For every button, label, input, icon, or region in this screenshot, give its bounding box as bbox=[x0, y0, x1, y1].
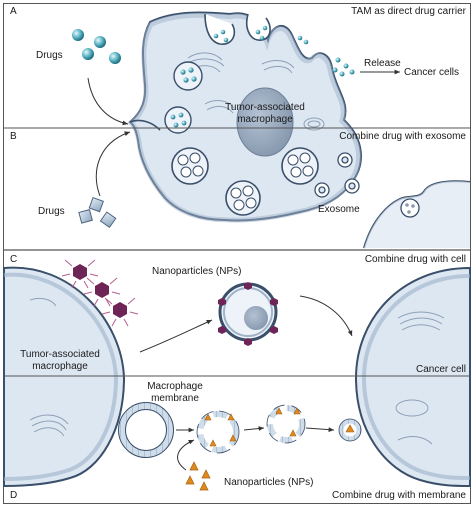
np-loaded-cell bbox=[218, 282, 278, 346]
label-tam-line1: Tumor-associated bbox=[225, 102, 305, 113]
panel-letter-a: A bbox=[10, 6, 17, 17]
multivesicular-body-3 bbox=[281, 147, 319, 185]
multivesicular-body-1 bbox=[171, 147, 209, 185]
tam-nucleus bbox=[236, 87, 294, 157]
panel-letter-d: D bbox=[10, 490, 17, 501]
drug-cubes-b bbox=[78, 196, 117, 229]
drug-spheres-a bbox=[72, 29, 121, 64]
tam-cell-cd bbox=[3, 266, 126, 488]
arrow-d-3 bbox=[305, 427, 335, 433]
label-nps-d: Nanoparticles (NPs) bbox=[224, 477, 313, 488]
label-cancer-cell: Cancer cell bbox=[416, 364, 466, 375]
nanoparticles-purple bbox=[61, 259, 139, 327]
exosome-uptake bbox=[400, 198, 420, 218]
panel-title-a: TAM as direct drug carrier bbox=[351, 6, 467, 17]
fragmented-membrane-1 bbox=[196, 410, 240, 454]
label-exosome: Exosome bbox=[318, 204, 360, 215]
arrow-nps-to-membrane bbox=[177, 439, 195, 471]
label-drugs-b: Drugs bbox=[38, 206, 65, 217]
arrow-drugs-to-tam bbox=[87, 77, 129, 126]
label-tam-c-line2: macrophage bbox=[32, 361, 88, 372]
panel-title-d: Combine drug with membrane bbox=[332, 490, 466, 501]
released-drugs bbox=[332, 57, 355, 77]
arrow-drugs-to-exosome bbox=[95, 131, 131, 197]
nanoparticles-orange bbox=[185, 461, 211, 491]
drug-vesicle-1 bbox=[173, 61, 203, 91]
cancer-cell-cd bbox=[354, 266, 471, 488]
exosomes bbox=[314, 152, 360, 198]
panel-title-b: Combine drug with exosome bbox=[339, 131, 466, 142]
label-membrane-line2: membrane bbox=[151, 393, 199, 404]
drug-vesicle-2 bbox=[164, 106, 192, 134]
figure-border bbox=[3, 3, 471, 504]
panel-letter-c: C bbox=[10, 254, 17, 265]
label-membrane-line1: Macrophage bbox=[147, 381, 203, 392]
label-drugs-a: Drugs bbox=[36, 50, 63, 61]
label-tam-c-line1: Tumor-associated bbox=[20, 349, 100, 360]
arrow-tam-to-loaded bbox=[139, 319, 213, 353]
drugs-in-folds bbox=[213, 25, 309, 45]
label-tam-line2: macrophage bbox=[237, 114, 293, 125]
label-nps-c: Nanoparticles (NPs) bbox=[152, 266, 241, 277]
fragmented-membrane-2 bbox=[266, 404, 306, 444]
multivesicular-body-2 bbox=[225, 180, 261, 216]
panel-title-c: Combine drug with cell bbox=[365, 254, 466, 265]
panel-letter-b: B bbox=[10, 131, 17, 142]
label-cancer-cells: Cancer cells bbox=[404, 67, 459, 78]
label-release: Release bbox=[364, 58, 401, 69]
membrane-fold-1 bbox=[204, 13, 236, 45]
macrophage-membrane-vesicle bbox=[118, 402, 174, 458]
arrow-loaded-to-cancer bbox=[299, 295, 353, 337]
arrow-d-2 bbox=[243, 426, 265, 431]
membrane-coated-np bbox=[338, 418, 362, 442]
